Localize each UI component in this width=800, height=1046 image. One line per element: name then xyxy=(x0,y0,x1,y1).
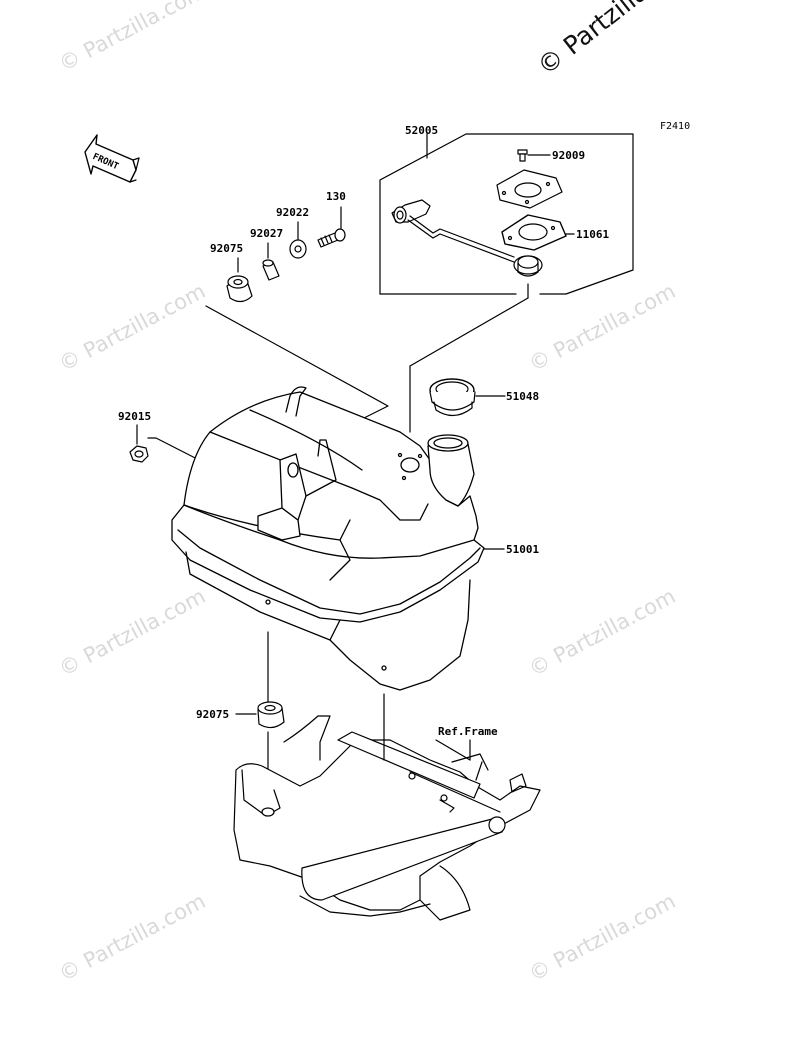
gasket-11061 xyxy=(501,214,575,251)
part-label-51001: 51001 xyxy=(506,543,540,556)
fuel-gauge-sender xyxy=(391,199,543,277)
fuel-tank-51001 xyxy=(171,386,505,691)
part-label-130: 130 xyxy=(326,190,346,203)
damper-92075-bottom xyxy=(235,701,285,729)
part-label-92075-top: 92075 xyxy=(210,242,244,255)
plate-upper xyxy=(496,169,563,209)
front-arrow-icon xyxy=(84,134,140,183)
frame-reference xyxy=(233,715,541,921)
part-label-92009: 92009 xyxy=(552,149,586,162)
assembly-box-52005 xyxy=(379,133,634,295)
part-label-52005: 52005 xyxy=(405,124,439,137)
ref-frame-label: Ref.Frame xyxy=(438,725,498,738)
washer-92022 xyxy=(289,221,307,259)
bolt-130 xyxy=(317,206,346,248)
part-label-92015: 92015 xyxy=(118,410,152,423)
part-label-51048: 51048 xyxy=(506,390,540,403)
part-label-92075-bottom: 92075 xyxy=(196,708,230,721)
part-label-92027: 92027 xyxy=(250,227,284,240)
figure-code: F2410 xyxy=(660,121,691,132)
part-label-11061: 11061 xyxy=(576,228,610,241)
fuel-cap-51048 xyxy=(429,378,506,417)
part-label-92022: 92022 xyxy=(276,206,310,219)
collar-92027 xyxy=(262,242,280,281)
damper-92075-top xyxy=(226,257,253,303)
screw-92009 xyxy=(517,149,551,162)
